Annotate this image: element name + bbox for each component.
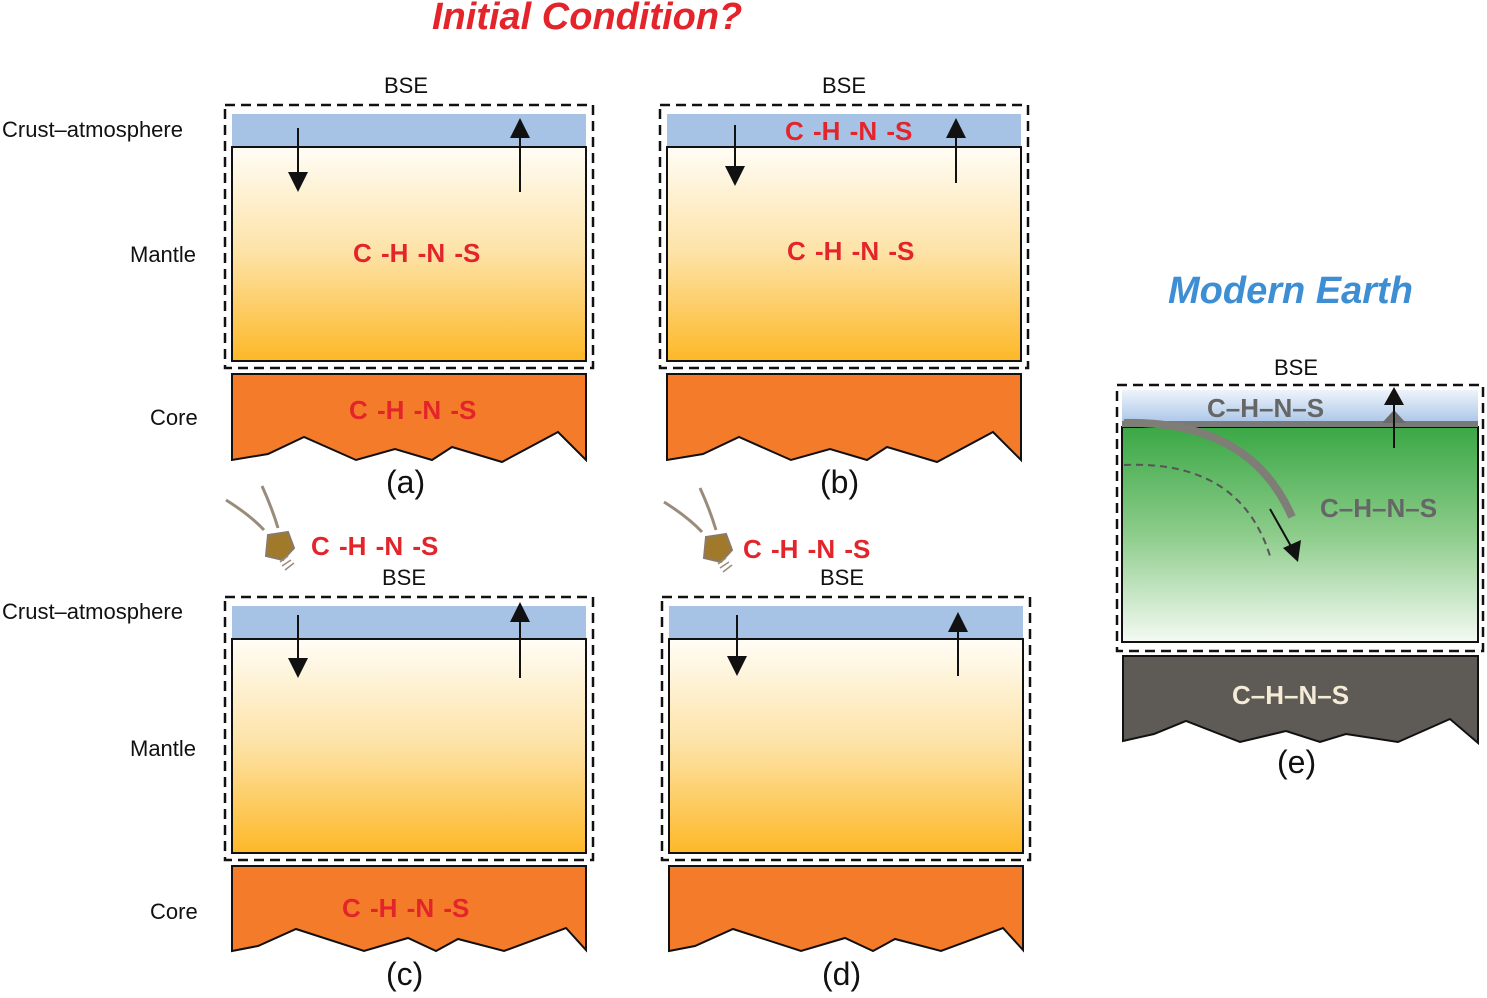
- dashed-slab-path: [1123, 463, 1271, 557]
- core-chns-label: C -H -N -S: [349, 395, 477, 425]
- crust-atmosphere-layer: [232, 114, 586, 147]
- panel-b: [658, 103, 1030, 464]
- bse-label: BSE: [382, 565, 427, 590]
- panel-label-d: (d): [822, 956, 862, 992]
- mantle-chns-label: C -H -N -S: [787, 236, 915, 266]
- impactor-icon: [225, 485, 296, 571]
- subduction-flux-arrow: [1269, 508, 1293, 549]
- core-layer: [666, 373, 1022, 464]
- mantle-layer: [231, 146, 587, 362]
- core-layer: [231, 373, 587, 464]
- bse-label: BSE: [820, 565, 865, 590]
- mantle-chns-label: C -H -N -S: [353, 238, 481, 268]
- panel-d: [660, 487, 1032, 953]
- core-layer: [231, 865, 587, 953]
- up-arrow-head: [1384, 387, 1404, 405]
- core-layer: [1122, 655, 1479, 746]
- core-chns-label: C -H -N -S: [342, 893, 470, 923]
- down-arrow-head: [725, 166, 745, 186]
- core-label: Core: [150, 899, 198, 924]
- panel-label-c: (c): [386, 956, 424, 992]
- crust-chns-label: C–H–N–S: [1207, 393, 1325, 423]
- bse-boundary: [1115, 383, 1485, 653]
- crust-atmosphere-layer: [232, 606, 586, 639]
- crust-atmosphere-label: Crust–atmosphere: [2, 117, 183, 142]
- crust-line: [1122, 421, 1478, 427]
- mantle-label: Mantle: [130, 242, 197, 267]
- up-arrow-head: [510, 602, 530, 622]
- panel-c: [223, 485, 595, 953]
- impactor-icon: [663, 487, 734, 573]
- core-chns-label: C–H–N–S: [1232, 680, 1350, 710]
- mantle-label: Mantle: [130, 736, 197, 761]
- down-arrow-head: [727, 656, 747, 676]
- bse-label: BSE: [1274, 355, 1319, 380]
- bse-boundary: [223, 103, 595, 370]
- crust-chns-label: C -H -N -S: [785, 116, 913, 146]
- up-arrow-head: [946, 118, 966, 138]
- panel-label-e: (e): [1277, 744, 1317, 780]
- up-arrow-head: [510, 118, 530, 138]
- mantle-chns-label: C–H–N–S: [1320, 493, 1438, 523]
- up-arrow-head: [948, 612, 968, 632]
- mantle-layer: [668, 638, 1024, 854]
- impactor-chns-label: C -H -N -S: [743, 534, 871, 564]
- core-label: Core: [150, 405, 198, 430]
- mantle-layer: [231, 638, 587, 854]
- panel-e: [1115, 383, 1485, 746]
- crust-atmosphere-layer: [669, 606, 1023, 639]
- crust-atmosphere-label: Crust–atmosphere: [2, 599, 183, 624]
- panel-label-b: (b): [820, 464, 860, 500]
- subduction-arrow-head: [1283, 540, 1301, 562]
- panel-label-a: (a): [386, 464, 426, 500]
- bse-boundary: [658, 103, 1030, 370]
- bse-boundary: [223, 595, 595, 862]
- initial-condition-title: Initial Condition?: [432, 0, 743, 38]
- panel-a: [223, 103, 595, 464]
- mantle-layer: [666, 146, 1022, 362]
- bse-boundary: [660, 595, 1032, 862]
- core-layer: [668, 865, 1024, 953]
- subducting-slab: [1123, 418, 1296, 519]
- mantle-layer: [1121, 426, 1479, 643]
- down-arrow-head: [288, 658, 308, 678]
- crust-atmosphere-layer: [1122, 390, 1478, 424]
- bse-label: BSE: [384, 73, 429, 98]
- down-arrow-head: [288, 172, 308, 192]
- bse-label: BSE: [822, 73, 867, 98]
- modern-earth-title: Modern Earth: [1168, 270, 1413, 312]
- impactor-chns-label: C -H -N -S: [311, 531, 439, 561]
